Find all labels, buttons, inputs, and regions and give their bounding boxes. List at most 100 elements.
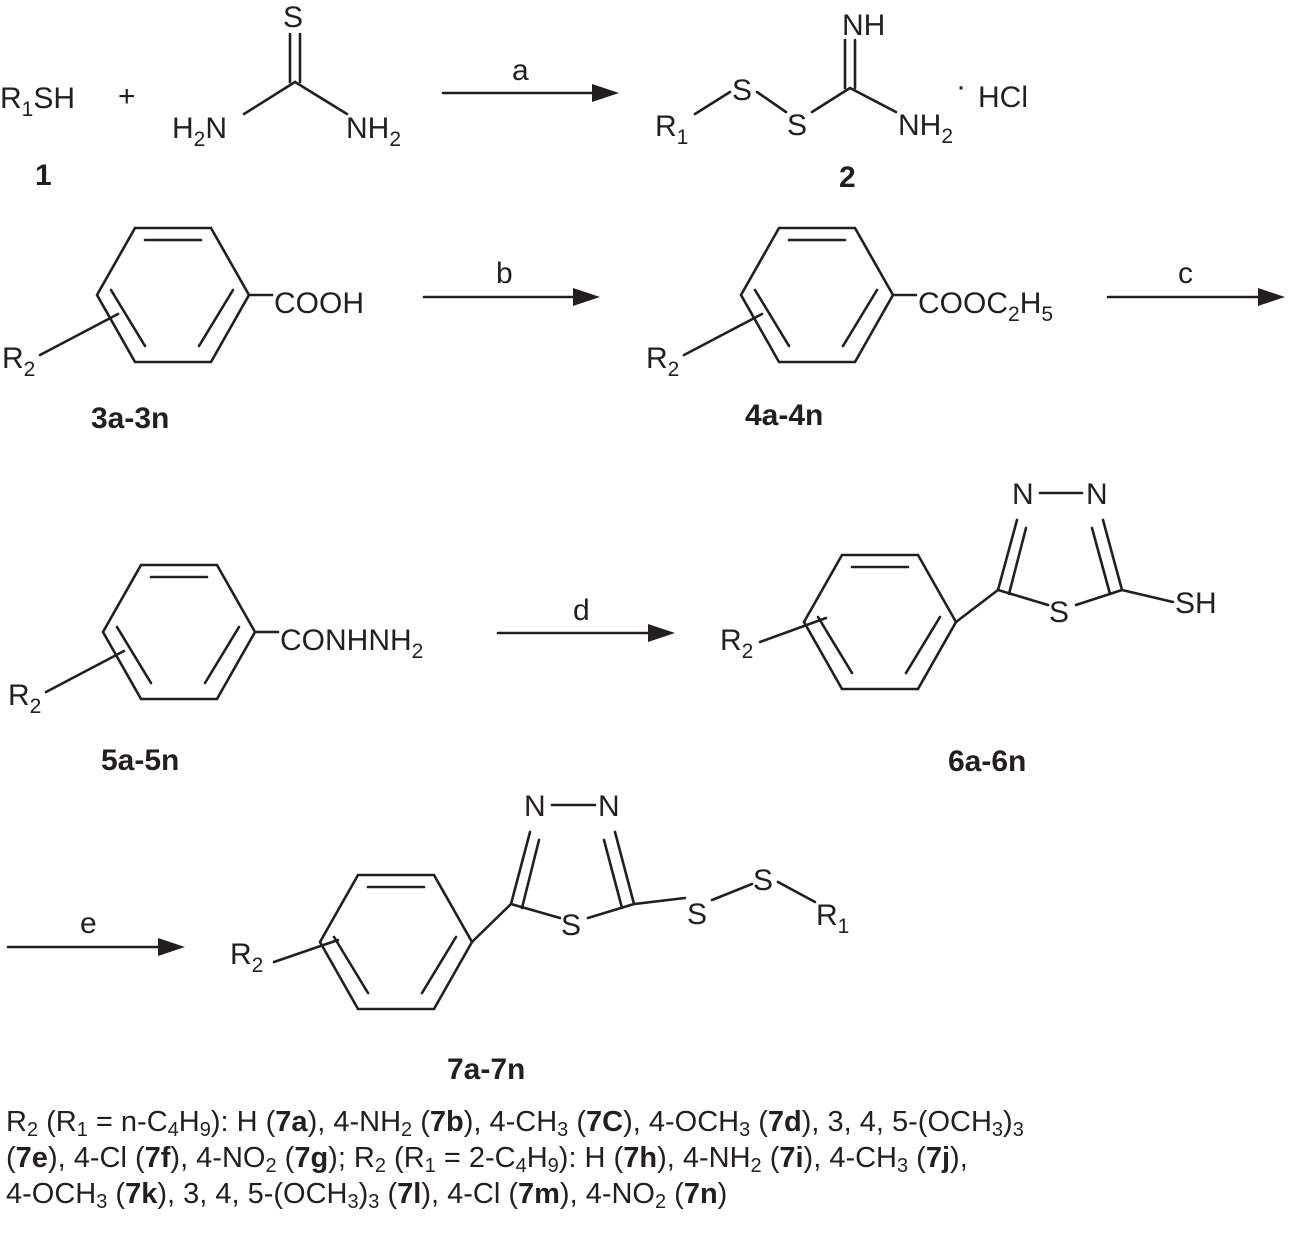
text-run: NH (898, 109, 941, 142)
arrow-a: a (441, 54, 619, 102)
subscript: 2 (742, 640, 754, 663)
text-run: ), (950, 1142, 968, 1174)
text-run: ); R (328, 1142, 375, 1174)
text-run: 9 (547, 1155, 559, 1177)
atom-label: N (524, 790, 546, 823)
text-run: ), 4-OCH (623, 1106, 740, 1138)
text-run: 7n (683, 1178, 718, 1210)
text-run: ) (717, 1178, 728, 1210)
text-run: H (526, 1142, 548, 1174)
text-run: R (6, 1106, 27, 1138)
text-run: ( (379, 1178, 398, 1210)
arrow-b: b (422, 257, 600, 306)
arrow-label-c: c (1178, 257, 1193, 290)
text-run: 9 (199, 1119, 211, 1141)
compound-label-2: 2 (839, 161, 856, 194)
subscript: 2 (24, 358, 36, 381)
arrow-c: c (1106, 257, 1285, 306)
text-run: 3 (96, 1191, 108, 1213)
text-run: 2 (654, 1191, 667, 1213)
subscript: 2 (252, 954, 264, 977)
text-run: 4 (167, 1119, 179, 1141)
text-run: ), 4-Cl ( (47, 1142, 145, 1174)
text-run: 1 (76, 1119, 88, 1141)
text-run: R (230, 938, 252, 971)
text-run: ): H ( (558, 1142, 624, 1174)
atom-label: S (753, 864, 773, 897)
text-run: 7j (925, 1142, 951, 1174)
text-run: ), 4-NH (657, 1142, 751, 1174)
compound-label-5: 5a-5n (101, 744, 179, 777)
arrow-d: d (496, 594, 675, 642)
text-run: R (816, 899, 838, 932)
disulfide-product-7: N N S S S R1 R2 7a-7n (230, 790, 849, 1086)
text-run: 7k (125, 1178, 158, 1210)
atom-label: CONHNH2 (280, 624, 423, 663)
text-run: 7f (144, 1142, 171, 1174)
compound-label-6: 6a-6n (948, 745, 1026, 778)
text-run: ), 3, 4, 5-(OCH (157, 1178, 348, 1210)
atom-label: COOH (274, 287, 364, 320)
text-run: 7l (397, 1178, 422, 1210)
subscript: 2 (194, 128, 206, 151)
text-run: 7g (294, 1142, 329, 1174)
atom-label: SH (33, 82, 75, 115)
subscript: 2 (941, 125, 953, 148)
subscript: 1 (677, 126, 689, 149)
atom-label: N (1012, 478, 1034, 511)
text-run: ), 4-CH (463, 1106, 558, 1138)
text-run: 2 (401, 1119, 413, 1141)
text-run: 7C (586, 1106, 624, 1138)
text-run: 3 (368, 1191, 380, 1213)
text-run: R (646, 342, 668, 375)
text-run: ) (1003, 1106, 1013, 1138)
atom-label: R2 (8, 679, 41, 718)
text-run: 7h (623, 1142, 658, 1174)
text-run: 3 (739, 1119, 751, 1141)
text-run: ), 4-CH (803, 1142, 897, 1174)
text-run: 4 (515, 1155, 527, 1177)
subscript: 2 (412, 640, 424, 663)
atom-label: S (283, 1, 303, 34)
compound-label-1: 1 (35, 159, 52, 192)
text-run: = 2-C (435, 1142, 516, 1174)
atom-label: R2 (646, 342, 679, 381)
text-run: 7d (767, 1106, 802, 1138)
thiadiazole-thiol-6: N N S SH R2 6a-6n (720, 478, 1217, 778)
subscript: 5 (1041, 303, 1053, 326)
compound-label-4: 4a-4n (745, 399, 823, 432)
text-run: COOC (918, 287, 1008, 320)
atom-label: S (1049, 596, 1069, 629)
reactant-thiourea: S H2N NH2 (172, 1, 401, 151)
text-run: R (655, 110, 677, 143)
legend-line-3: 4-OCH3 (7k), 3, 4, 5-(OCH3)3 (7l), 4-Cl … (6, 1176, 1316, 1212)
text-run: 7i (779, 1142, 804, 1174)
atom-label: · (956, 70, 966, 103)
text-run: ( (568, 1106, 586, 1138)
arrow-label-b: b (496, 257, 513, 290)
atom-label: S (787, 109, 807, 142)
text-run: 3 (347, 1191, 359, 1213)
text-run: ( (6, 1142, 16, 1174)
product-isothiourea-2: R1 S S NH NH2 · HCl 2 (655, 9, 1028, 194)
atom-label: R2 (230, 938, 263, 977)
text-run: H (178, 1106, 200, 1138)
compound-label-7: 7a-7n (447, 1053, 525, 1086)
text-run: ( (908, 1142, 926, 1174)
text-run: ( (666, 1178, 684, 1210)
reactant-thiol-1: R1SH 1 (0, 82, 75, 192)
atom-label: COOC2H5 (918, 287, 1053, 326)
text-run: 2 (374, 1155, 386, 1177)
text-run: ( (761, 1142, 780, 1174)
arrow-e: e (6, 907, 185, 956)
text-run: 7e (15, 1142, 48, 1174)
legend-line-2: (7e), 4-Cl (7f), 4-NO2 (7g); R2 (R1 = 2-… (6, 1140, 1316, 1176)
reaction-scheme: R1SH 1 + S H2N NH2 a R1 S S NH NH2 · HCl… (0, 1, 1285, 1086)
text-run: 7b (429, 1106, 464, 1138)
legend-line-1: R2 (R1 = n-C4H9): H (7a), 4-NH2 (7b), 4-… (6, 1104, 1316, 1140)
compound-label-3: 3a-3n (91, 402, 169, 435)
text-run: N (205, 112, 227, 145)
text-run: ), 4-NH (307, 1106, 402, 1138)
atom-label: S (561, 909, 581, 942)
atom-label: SH (1175, 587, 1217, 620)
